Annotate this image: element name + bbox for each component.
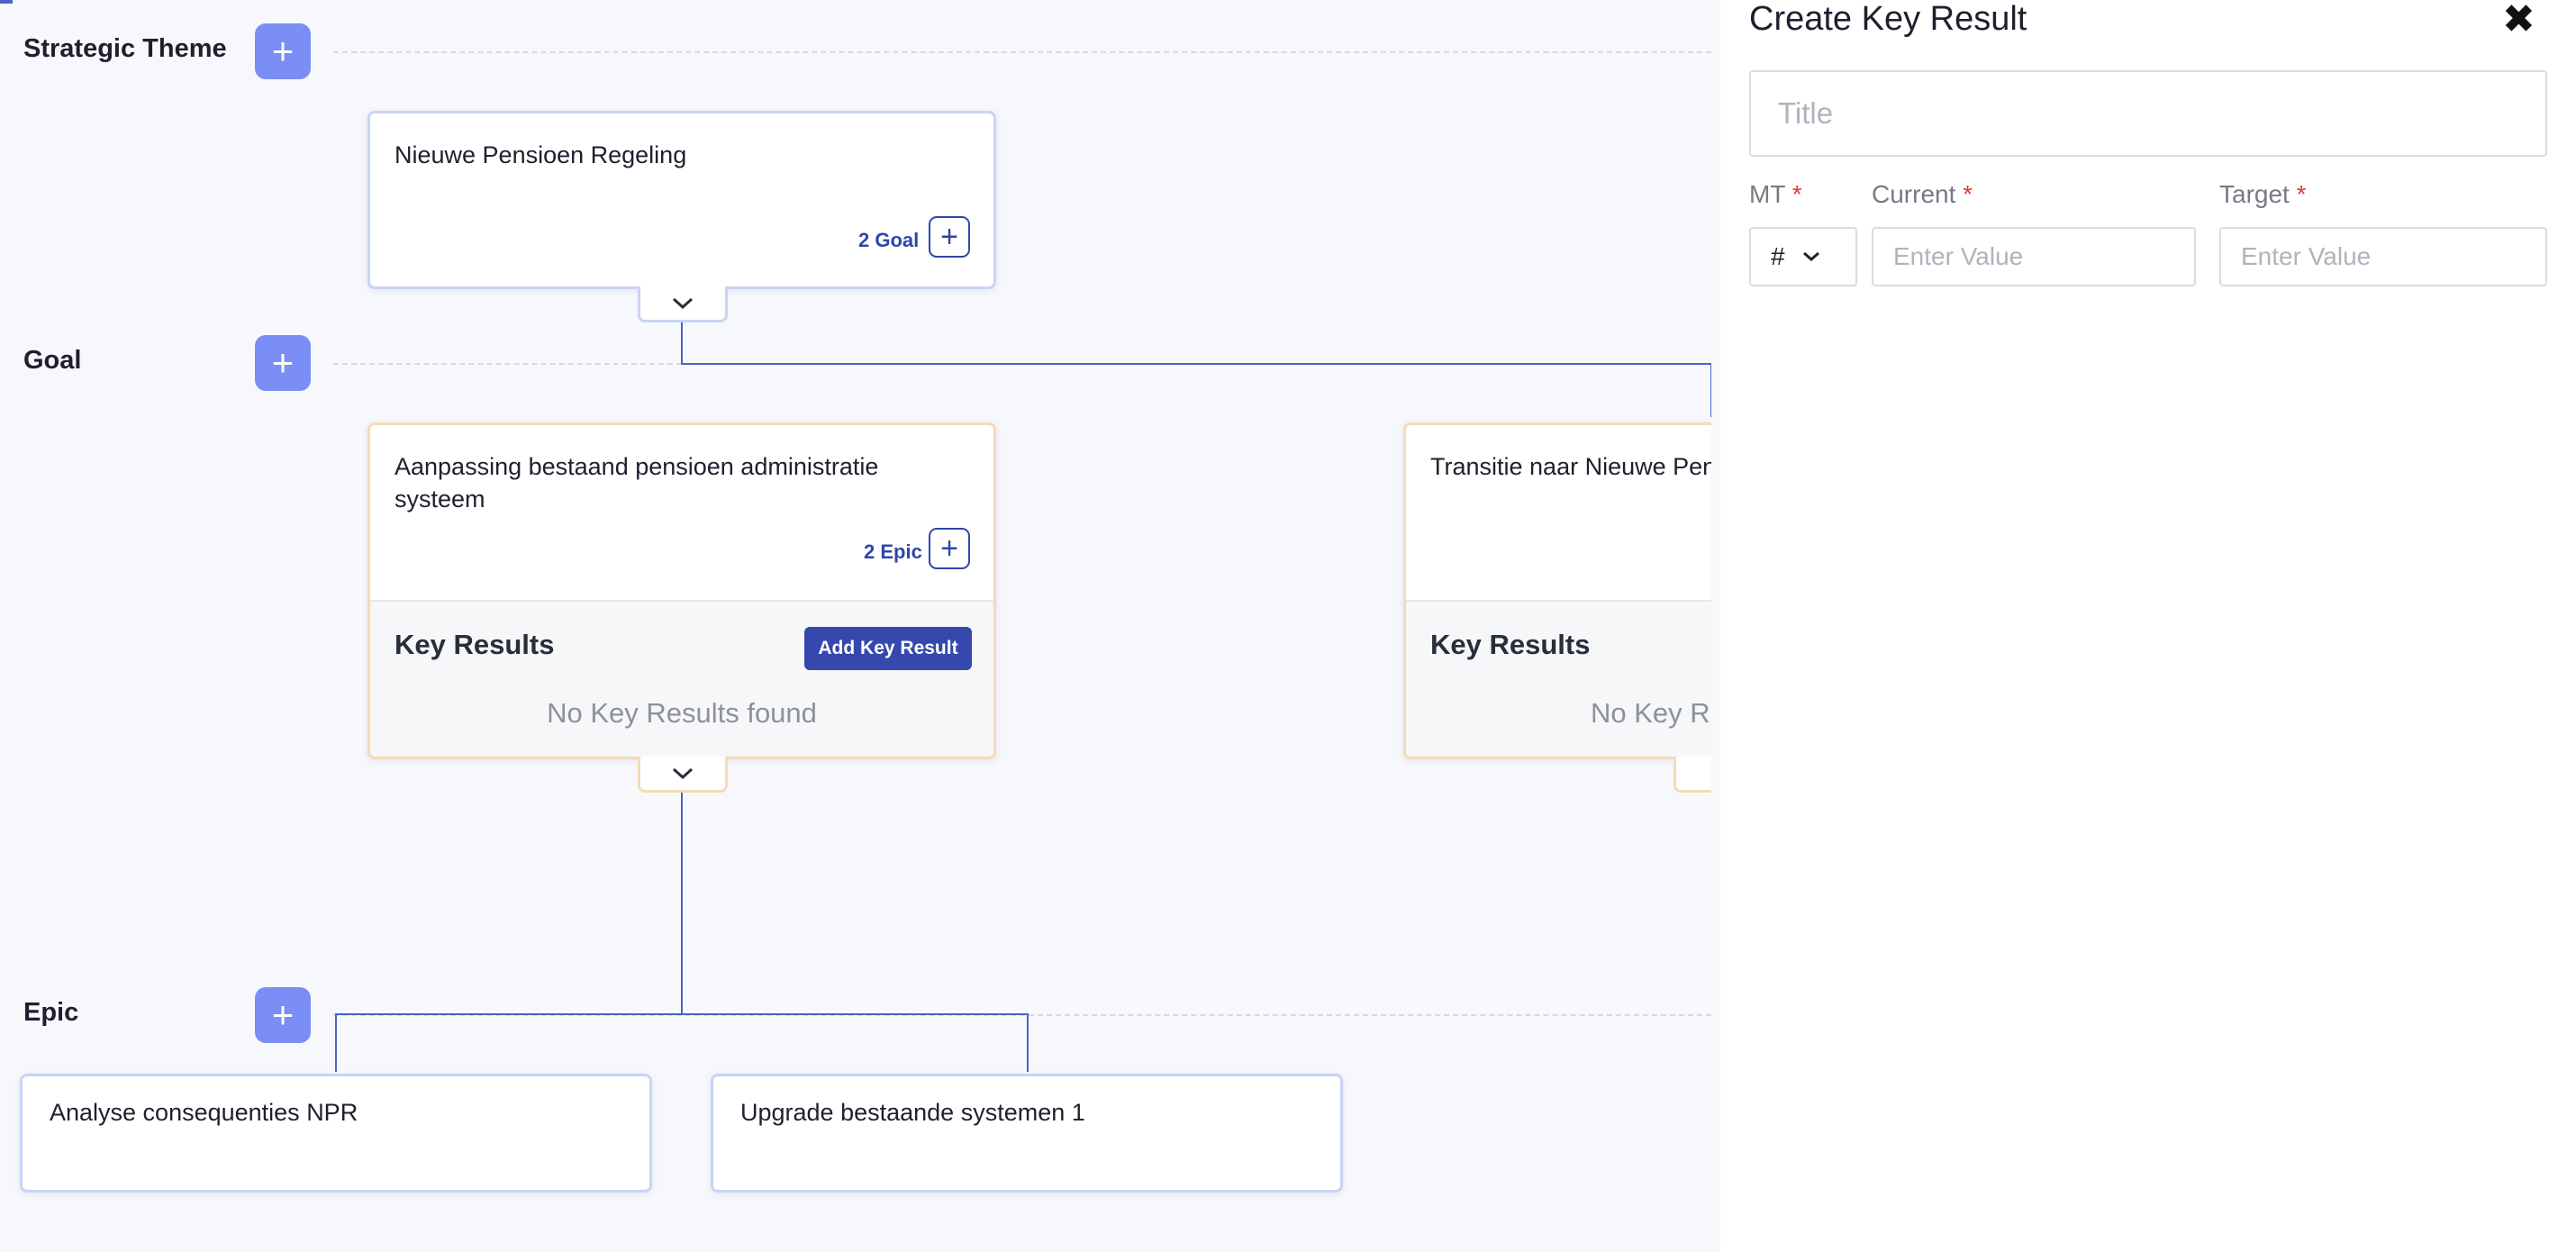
row-label-epic: Epic bbox=[23, 998, 79, 1027]
add-strategic-theme-button[interactable]: + bbox=[255, 23, 311, 79]
connector-line bbox=[681, 788, 683, 1015]
add-goal-to-theme-button[interactable]: + bbox=[929, 216, 970, 258]
hierarchy-canvas: Strategic Theme + Goal + Epic + Nieuwe P… bbox=[0, 0, 1711, 1193]
connector-line bbox=[335, 1013, 337, 1072]
add-epic-button[interactable]: + bbox=[255, 987, 311, 1043]
current-label: Current * bbox=[1872, 180, 1973, 208]
card-title: Transitie naar Nieuwe Pens bbox=[1430, 453, 1711, 480]
card-title: Analyse consequenties NPR bbox=[50, 1099, 358, 1126]
goal-count-badge: 2 Goal bbox=[858, 229, 920, 251]
key-results-section: Key Results No Key Res bbox=[1406, 600, 1711, 757]
strategic-theme-card[interactable]: Nieuwe Pensioen Regeling 2 Goal + bbox=[367, 111, 996, 289]
card-title: Aanpassing bestaand pensioen administrat… bbox=[395, 453, 879, 513]
add-epic-to-goal-button[interactable]: + bbox=[929, 528, 970, 569]
title-input[interactable]: Title bbox=[1749, 70, 2547, 157]
add-key-result-button[interactable]: Add Key Result bbox=[804, 627, 972, 670]
connector-line bbox=[1710, 363, 1711, 417]
edge-marker bbox=[0, 0, 13, 4]
row-label-strategic-theme: Strategic Theme bbox=[23, 34, 227, 63]
epic-card[interactable]: Upgrade bestaande systemen 1 bbox=[711, 1074, 1343, 1193]
plus-icon: + bbox=[271, 341, 295, 384]
chevron-down-icon bbox=[672, 767, 694, 779]
connector-line bbox=[335, 1013, 1029, 1015]
expand-toggle[interactable] bbox=[1673, 757, 1711, 793]
measurement-type-select[interactable]: # bbox=[1749, 227, 1857, 286]
key-results-heading: Key Results bbox=[1430, 629, 1591, 660]
add-goal-button[interactable]: + bbox=[255, 335, 311, 391]
card-title: Upgrade bestaande systemen 1 bbox=[740, 1099, 1085, 1126]
goal-card[interactable]: Aanpassing bestaand pensioen administrat… bbox=[367, 422, 996, 759]
measurement-type-value: # bbox=[1771, 242, 1785, 270]
target-value-input[interactable]: Enter Value bbox=[2219, 227, 2547, 286]
expand-toggle[interactable] bbox=[638, 757, 728, 793]
empty-state-text: No Key Results found bbox=[547, 697, 817, 729]
key-results-heading: Key Results bbox=[395, 629, 555, 660]
connector-line bbox=[1027, 1013, 1029, 1072]
plus-icon: + bbox=[271, 30, 295, 72]
current-value-input[interactable]: Enter Value bbox=[1872, 227, 2196, 286]
expand-toggle[interactable] bbox=[638, 286, 728, 322]
create-key-result-panel: Create Key Result ✖ Title MT * Current *… bbox=[1720, 0, 2576, 1252]
close-button[interactable]: ✖ bbox=[2502, 0, 2535, 42]
target-placeholder: Enter Value bbox=[2241, 242, 2372, 270]
epic-card[interactable]: Analyse consequenties NPR bbox=[20, 1074, 652, 1193]
epic-count-badge: 2 Epic bbox=[864, 540, 922, 563]
connector-line bbox=[681, 363, 1711, 365]
card-title: Nieuwe Pensioen Regeling bbox=[395, 141, 687, 168]
panel-title: Create Key Result bbox=[1749, 0, 2027, 38]
goal-card[interactable]: Transitie naar Nieuwe Pens Key Results N… bbox=[1403, 422, 1711, 759]
chevron-down-icon bbox=[672, 297, 694, 309]
mt-label: MT * bbox=[1749, 180, 1802, 208]
plus-icon: + bbox=[271, 993, 295, 1036]
current-placeholder: Enter Value bbox=[1893, 242, 2024, 270]
key-results-section: Key Results Add Key Result No Key Result… bbox=[370, 600, 993, 757]
chevron-down-icon bbox=[1802, 251, 1819, 261]
row-label-goal: Goal bbox=[23, 346, 82, 375]
plus-icon: + bbox=[940, 531, 958, 566]
plus-icon: + bbox=[940, 220, 958, 254]
title-placeholder: Title bbox=[1778, 96, 1834, 130]
connector-line bbox=[681, 320, 683, 365]
close-icon: ✖ bbox=[2502, 0, 2535, 41]
target-label: Target * bbox=[2219, 180, 2307, 208]
empty-state-text: No Key Res bbox=[1591, 697, 1711, 729]
row-divider bbox=[333, 51, 1711, 53]
row-divider bbox=[333, 1014, 1711, 1016]
